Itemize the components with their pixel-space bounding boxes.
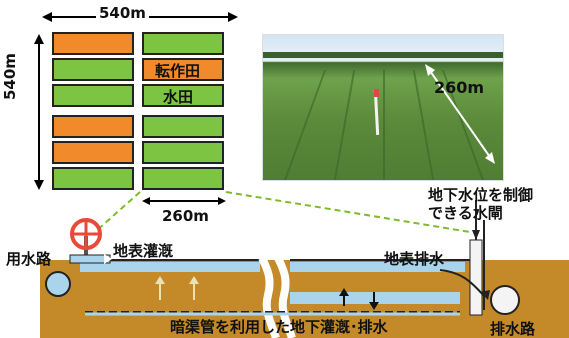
rotation-field-label: 転作田 bbox=[155, 62, 201, 80]
photo-width-arrow bbox=[425, 64, 495, 164]
plot-orange bbox=[52, 32, 134, 55]
plot-green bbox=[142, 141, 224, 164]
plot-orange bbox=[142, 58, 224, 81]
plot-green bbox=[52, 167, 134, 190]
plot-orange bbox=[52, 141, 134, 164]
paddy-field-label: 水田 bbox=[163, 88, 194, 106]
underdrain-label: 暗渠管を利用した地下灌漑･排水 bbox=[170, 318, 388, 336]
width-label: 540m bbox=[96, 4, 149, 22]
water-gate-line-2: できる水閘 bbox=[428, 204, 503, 222]
plot-green bbox=[52, 84, 134, 107]
plot-width-arrow bbox=[142, 197, 226, 205]
water-gate-line-1: 地下水位を制御 bbox=[428, 186, 534, 204]
field-photo bbox=[262, 34, 504, 181]
plot-width-label: 260m bbox=[160, 207, 211, 225]
plot-green bbox=[142, 32, 224, 55]
height-arrow bbox=[34, 34, 44, 190]
water-gate-label: 地下水位を制御 できる水閘 bbox=[428, 186, 533, 222]
drainage-channel-label: 排水路 bbox=[490, 320, 536, 338]
plot-green bbox=[142, 84, 224, 107]
surface-drainage-label: 地表排水 bbox=[384, 250, 445, 268]
plot-orange bbox=[52, 115, 134, 138]
plot-green bbox=[142, 167, 224, 190]
supply-channel-label: 用水路 bbox=[6, 250, 52, 268]
plot-green bbox=[142, 115, 224, 138]
photo-width-label: 260m bbox=[434, 78, 485, 97]
cross-section-schematic bbox=[40, 200, 569, 338]
surface-irrigation-label: 地表灌漑 bbox=[113, 242, 174, 260]
plot-green bbox=[52, 58, 134, 81]
